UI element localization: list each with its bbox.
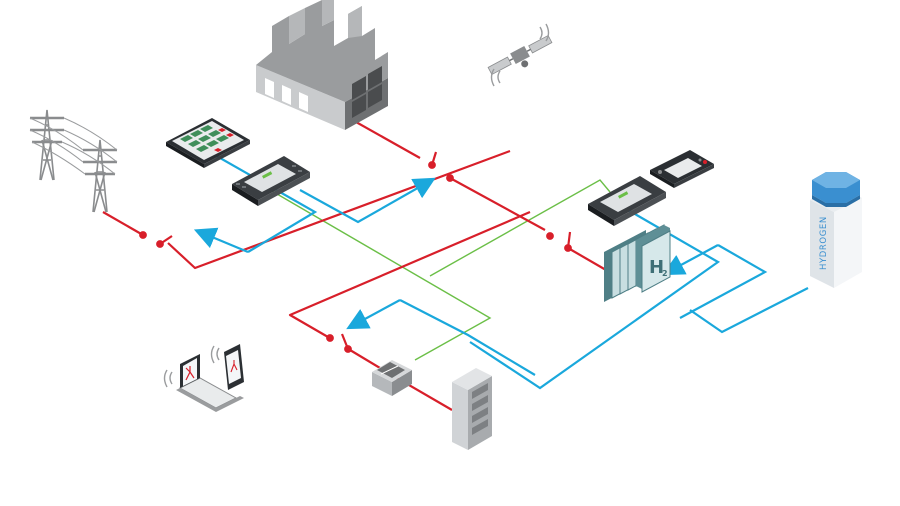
power-line-bus-left — [288, 210, 531, 338]
control-line-to-tank — [689, 287, 809, 334]
fuel-cell-label: H — [649, 257, 664, 278]
breaker-factory — [428, 151, 454, 182]
transmission-tower-icon — [29, 109, 118, 213]
control-line-grid-arrow — [193, 227, 249, 254]
smartphone-icon — [210, 344, 244, 390]
comms-line-right — [429, 179, 611, 277]
control-line-hmi — [205, 149, 318, 253]
control-lines — [193, 149, 809, 390]
power-line-grid — [102, 211, 144, 236]
breakers — [139, 151, 572, 353]
battery-rack-icon — [452, 368, 492, 450]
power-line-factory-bus — [449, 177, 546, 231]
breaker-grid — [139, 231, 173, 248]
laptop-icon — [163, 354, 244, 412]
control-line-fuelcell-arrow — [662, 244, 719, 276]
power-lines — [102, 121, 607, 411]
comms-lines — [264, 179, 611, 361]
pylon-right — [83, 139, 117, 213]
laptop-wifi-icon — [163, 369, 173, 388]
controller-module-icon — [232, 156, 310, 206]
control-line-inverter — [399, 299, 536, 376]
power-line-to-fuelcell — [567, 247, 607, 271]
fuel-cell-subscript: 2 — [662, 269, 668, 278]
control-line-right-loop — [469, 209, 721, 390]
pylon-left — [30, 109, 64, 181]
power-cables — [29, 117, 118, 175]
comms-line-left — [264, 186, 492, 361]
controller-module-icon-right — [588, 176, 666, 226]
power-line-factory — [355, 121, 421, 159]
control-line-factory-arrow — [299, 177, 436, 224]
fuel-cell-icon: H 2 — [604, 224, 671, 302]
breaker-fuelcell — [546, 231, 572, 252]
factory-icon — [256, 0, 388, 130]
satellite-icon — [487, 23, 553, 87]
hydrogen-tank-label: HYDROGEN — [819, 216, 829, 270]
phone-wifi-icon — [210, 345, 220, 364]
power-line-grid-bus — [167, 149, 511, 270]
hydrogen-tank-icon: HYDROGEN — [810, 172, 862, 288]
control-line-inverter-arrow — [346, 299, 401, 330]
touchscreen-hmi-icon — [166, 118, 250, 168]
inverter-icon — [372, 360, 412, 396]
handheld-display-icon — [650, 150, 714, 188]
control-line-tank — [679, 244, 768, 319]
breaker-inverter — [326, 333, 352, 353]
